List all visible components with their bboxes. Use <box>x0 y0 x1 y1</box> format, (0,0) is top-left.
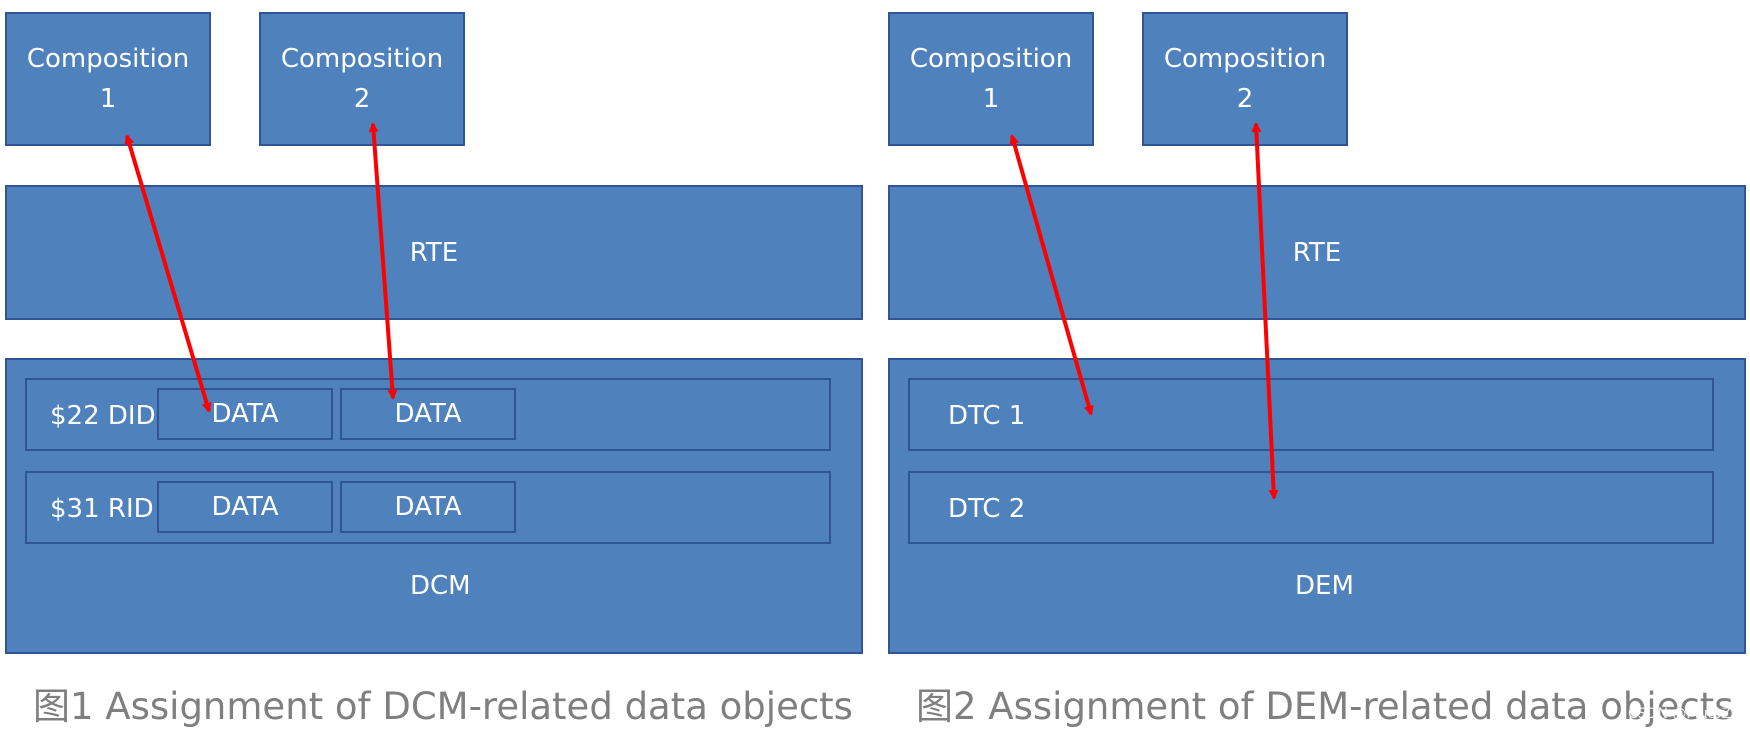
fig2-dem-box <box>888 358 1746 654</box>
fig2-composition-1-box: Composition 1 <box>888 12 1094 146</box>
fig1-did-label: $22 DID <box>50 401 156 431</box>
fig2-dtc2-row <box>908 471 1714 544</box>
fig1-composition-2-label: Composition 2 <box>280 44 444 114</box>
fig1-dcm-label: DCM <box>410 571 471 601</box>
fig2-dtc2-label: DTC 2 <box>948 494 1026 524</box>
fig1-rid-label: $31 RID <box>50 494 154 524</box>
fig2-composition-2-box: Composition 2 <box>1142 12 1348 146</box>
fig1-caption: 图1 Assignment of DCM-related data object… <box>33 685 853 728</box>
fig1-composition-1-box: Composition 1 <box>5 12 211 146</box>
fig1-did-data-1: DATA <box>157 388 333 440</box>
fig1-composition-1-label: Composition 1 <box>26 44 190 114</box>
fig2-composition-1-label: Composition 1 <box>909 44 1073 114</box>
fig1-composition-2-box: Composition 2 <box>259 12 465 146</box>
fig2-rte-box: RTE <box>888 185 1746 320</box>
fig1-rid-data-2: DATA <box>340 481 516 533</box>
fig2-dtc1-label: DTC 1 <box>948 401 1026 431</box>
fig2-composition-2-label: Composition 2 <box>1163 44 1327 114</box>
fig1-rid-row <box>25 471 831 544</box>
fig1-did-row <box>25 378 831 451</box>
fig1-rte-label: RTE <box>409 237 459 268</box>
fig2-dem-label: DEM <box>1295 571 1354 601</box>
fig1-did-data-2: DATA <box>340 388 516 440</box>
fig1-rid-data-2-label: DATA <box>394 492 462 522</box>
fig2-caption: 图2 Assignment of DEM-related data object… <box>916 685 1734 728</box>
fig1-rid-data-1: DATA <box>157 481 333 533</box>
fig2-dtc1-row <box>908 378 1714 451</box>
fig2-rte-label: RTE <box>1292 237 1342 268</box>
fig1-rid-data-1-label: DATA <box>211 492 279 522</box>
fig1-rte-box: RTE <box>5 185 863 320</box>
fig1-did-data-2-label: DATA <box>394 399 462 429</box>
fig1-did-data-1-label: DATA <box>211 399 279 429</box>
watermark: CSDN @PlutoZuo <box>1628 706 1749 722</box>
